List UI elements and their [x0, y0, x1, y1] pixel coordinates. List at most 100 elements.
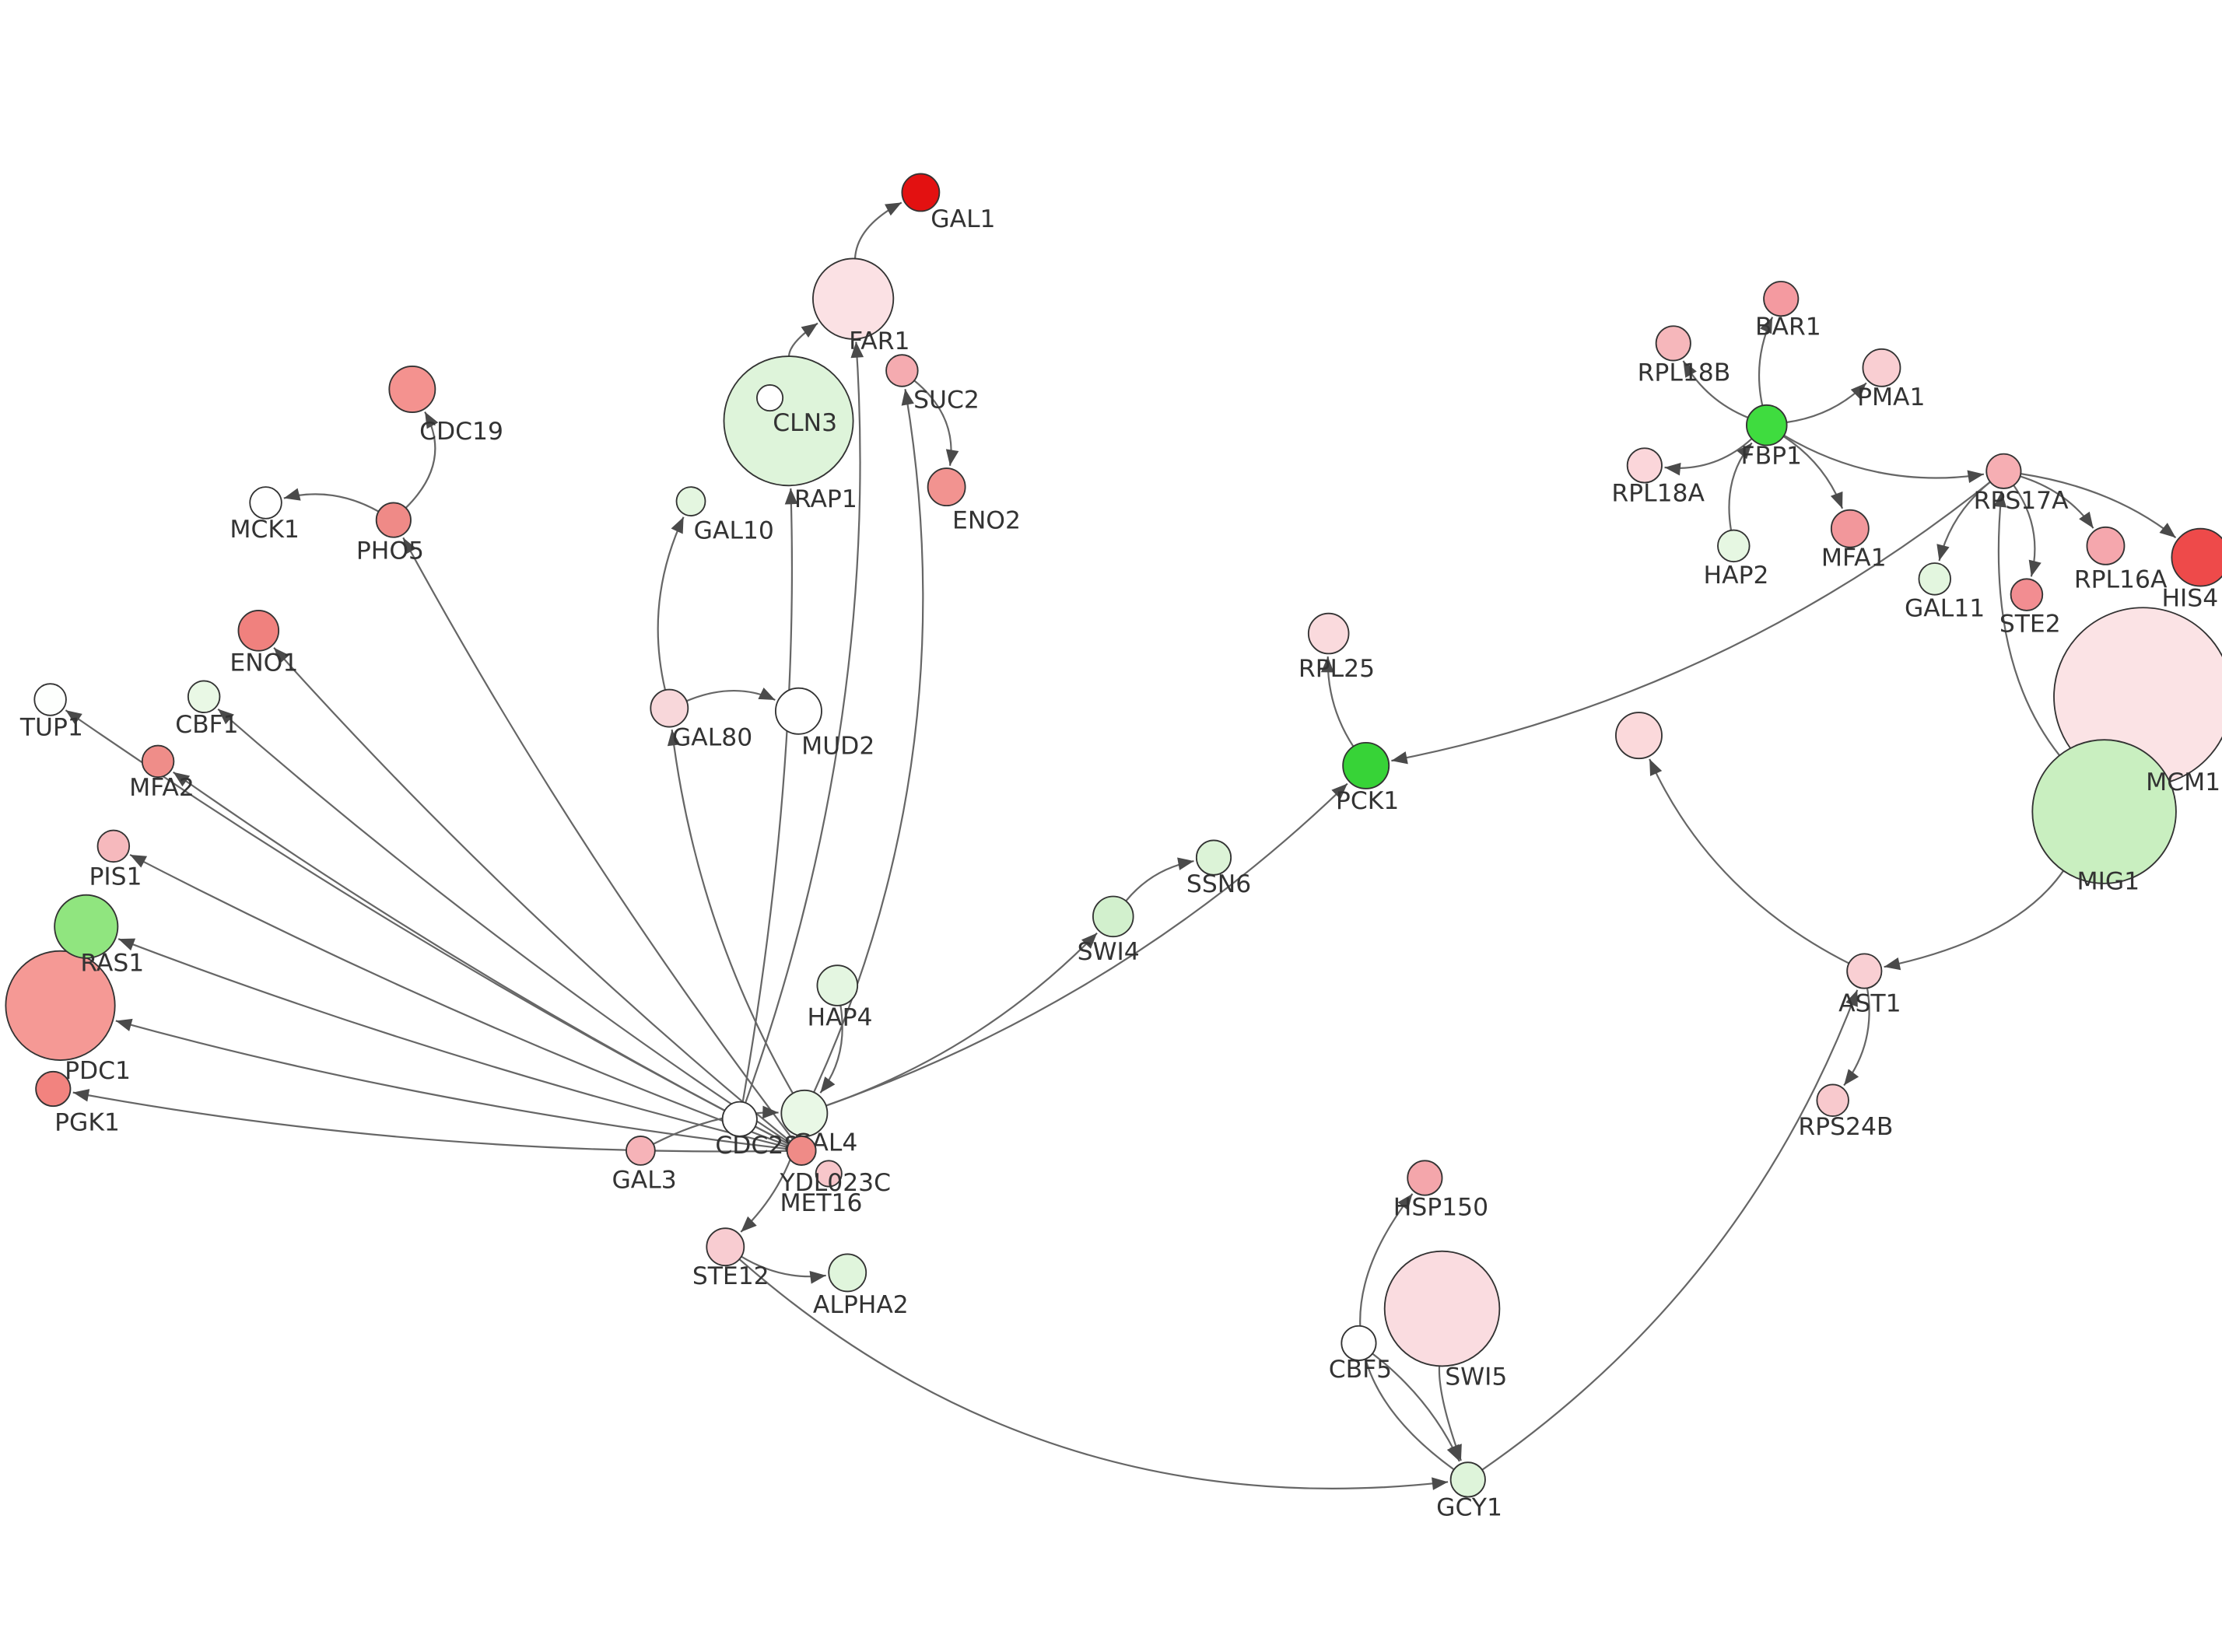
edge-YDL023C-ENO1[interactable]: [273, 647, 791, 1143]
node-label-RPL25: RPL25: [1299, 655, 1375, 683]
node-SWI4[interactable]: [1092, 895, 1134, 938]
node-N1[interactable]: [1615, 712, 1663, 760]
node-HAP4[interactable]: [816, 964, 859, 1006]
edge-FBP1-RPL18B[interactable]: [1682, 360, 1749, 418]
edge-RPS17A-RPL16A[interactable]: [2020, 475, 2094, 529]
edge-GCY1-AST1[interactable]: [1481, 989, 1859, 1471]
node-RPL18A[interactable]: [1626, 447, 1663, 484]
edge-arrowhead-icon: [801, 323, 818, 338]
edge-SWI4-SSN6[interactable]: [1125, 857, 1194, 902]
node-CBF5[interactable]: [1341, 1325, 1377, 1361]
node-PDC1[interactable]: [5, 950, 116, 1061]
edge-PHO5-MCK1[interactable]: [283, 488, 380, 513]
node-PCK1[interactable]: [1342, 741, 1390, 789]
edge-RPS17A-HIS4[interactable]: [2020, 473, 2177, 539]
edge-YDL023C-PHO5[interactable]: [402, 537, 794, 1140]
node-HSP150[interactable]: [1407, 1160, 1443, 1196]
edge-AST1-N1[interactable]: [1649, 758, 1850, 964]
node-SUC2[interactable]: [885, 354, 919, 387]
node-MCK1[interactable]: [249, 486, 282, 520]
node-ENO2[interactable]: [927, 467, 966, 507]
edge-YDL023C-PIS1[interactable]: [129, 853, 789, 1146]
node-HAP2[interactable]: [1717, 529, 1751, 563]
node-GAL80[interactable]: [650, 688, 689, 728]
node-ENO1[interactable]: [237, 610, 280, 652]
edge-SUC2-ENO2[interactable]: [913, 380, 959, 466]
node-SWI5[interactable]: [1383, 1250, 1501, 1367]
node-GCY1[interactable]: [1449, 1461, 1486, 1498]
node-MIG1[interactable]: [2031, 739, 2177, 884]
edge-FBP1-PMA1[interactable]: [1786, 382, 1867, 424]
edge-CDC28-CLN3[interactable]: [741, 488, 798, 1103]
edge-arrowhead-icon: [850, 341, 864, 359]
edge-GAL80-MUD2[interactable]: [686, 687, 776, 702]
node-RPS17A[interactable]: [1985, 453, 2022, 489]
node-FBP1[interactable]: [1746, 404, 1788, 446]
node-MUD2[interactable]: [775, 687, 822, 735]
edge-YDL023C-RAS1[interactable]: [117, 938, 788, 1149]
node-BAR1[interactable]: [1763, 281, 1800, 317]
edge-GAL3-GAL4[interactable]: [653, 1105, 779, 1145]
node-CDC28[interactable]: [721, 1101, 758, 1137]
node-STE2[interactable]: [2010, 578, 2044, 611]
node-RPL16A[interactable]: [2086, 526, 2126, 565]
node-FAR1[interactable]: [812, 257, 895, 340]
node-STE12[interactable]: [706, 1227, 745, 1267]
edge-YDL023C-CBF1[interactable]: [217, 708, 790, 1144]
node-RPL25[interactable]: [1307, 612, 1350, 655]
node-GAL11[interactable]: [1918, 562, 1951, 596]
edge-AST1-RPS24B[interactable]: [1843, 988, 1870, 1087]
node-label-HAP4: HAP4: [808, 1004, 873, 1032]
edge-GAL4-GAL80[interactable]: [667, 729, 794, 1094]
edge-FAR1-GAL1[interactable]: [853, 201, 902, 259]
node-GAL3[interactable]: [626, 1136, 656, 1166]
edge-YDL023C-MFA2[interactable]: [173, 771, 790, 1145]
node-RPS24B[interactable]: [1816, 1083, 1849, 1118]
node-label-PHO5: PHO5: [356, 537, 424, 565]
edge-GAL4-PCK1[interactable]: [825, 782, 1348, 1107]
edge-FBP1-MFA1[interactable]: [1782, 435, 1844, 509]
node-MFA1[interactable]: [1830, 509, 1870, 548]
node-RAS1[interactable]: [54, 894, 119, 959]
edge-HAP4-GAL4[interactable]: [819, 1005, 843, 1094]
edge-MIG1-RPS17A[interactable]: [1993, 491, 2061, 757]
edge-PHO5-CDC19[interactable]: [405, 411, 439, 509]
edge-STE12-GCY1[interactable]: [738, 1258, 1449, 1490]
edge-FBP1-RPL18A[interactable]: [1664, 438, 1753, 476]
node-MFA2[interactable]: [141, 744, 175, 779]
edge-HAP2-FBP1[interactable]: [1728, 442, 1753, 530]
node-ALPHA2[interactable]: [828, 1253, 867, 1293]
edge-MIG1-AST1[interactable]: [1884, 870, 2065, 971]
node-AST1[interactable]: [1846, 953, 1883, 989]
edge-SWI5-GCY1[interactable]: [1438, 1366, 1462, 1461]
node-GAL1[interactable]: [901, 173, 941, 212]
edge-FBP1-RPS17A[interactable]: [1783, 434, 1985, 483]
node-GAL10[interactable]: [675, 486, 706, 516]
edge-YDL023C-PDC1[interactable]: [115, 1018, 788, 1150]
edge-CLN3-FAR1[interactable]: [787, 322, 818, 357]
node-RPL18B[interactable]: [1655, 325, 1691, 362]
edge-RPS17A-PCK1[interactable]: [1391, 481, 1991, 765]
node-PHO5[interactable]: [375, 502, 412, 538]
edge-RPS17A-STE2[interactable]: [2013, 485, 2042, 577]
node-RAP1[interactable]: [756, 384, 784, 412]
node-label-PCK1: PCK1: [1336, 787, 1399, 815]
node-PGK1[interactable]: [35, 1070, 72, 1108]
node-PIS1[interactable]: [96, 829, 131, 863]
edge-GAL80-GAL10[interactable]: [657, 516, 685, 691]
node-TUP1[interactable]: [33, 683, 67, 716]
node-CBF1[interactable]: [187, 680, 221, 714]
node-SSN6[interactable]: [1195, 839, 1232, 876]
edge-PCK1-RPL25[interactable]: [1320, 656, 1355, 747]
node-MET16[interactable]: [815, 1160, 843, 1188]
node-YDL023C[interactable]: [786, 1136, 817, 1166]
edge-STE12-ALPHA2[interactable]: [741, 1255, 826, 1284]
edge-CDC28-FAR1[interactable]: [745, 341, 864, 1104]
edge-FBP1-BAR1[interactable]: [1758, 317, 1774, 406]
node-HIS4[interactable]: [2171, 527, 2222, 587]
node-CDC19[interactable]: [388, 366, 436, 413]
node-PMA1[interactable]: [1862, 348, 1901, 387]
node-CLN3[interactable]: [723, 355, 854, 487]
edge-YDL023C-PGK1[interactable]: [72, 1089, 787, 1153]
